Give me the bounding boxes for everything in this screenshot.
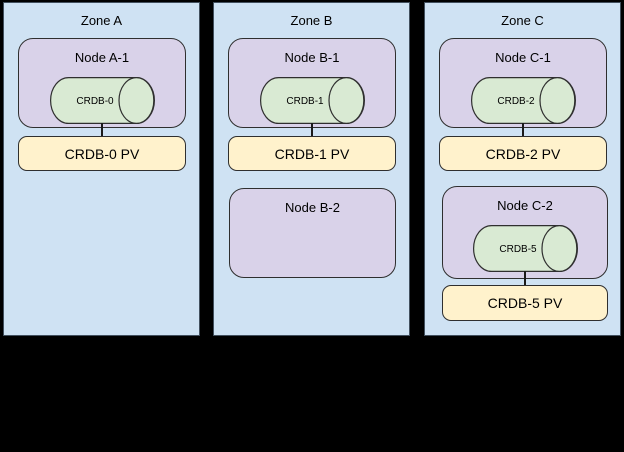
crdb-1-database-cylinder-icon: CRDB-1 — [260, 77, 366, 124]
connector-crdb5-to-pv — [524, 271, 526, 285]
crdb-5-database-cylinder-icon: CRDB-5 — [473, 225, 579, 272]
crdb-5-pv-label: CRDB-5 PV — [487, 295, 563, 311]
crdb-2-cylinder-label: CRDB-2 — [497, 96, 535, 107]
node-c-1: Node C-1 CRDB-2 — [439, 38, 607, 128]
node-a-1: Node A-1 CRDB-0 — [18, 38, 186, 128]
node-b-1: Node B-1 CRDB-1 — [228, 38, 396, 128]
crdb-5-pv-box: CRDB-5 PV — [442, 285, 608, 321]
node-c-2: Node C-2 CRDB-5 — [442, 186, 608, 279]
crdb-5-cylinder-label: CRDB-5 — [499, 244, 537, 255]
crdb-0-pv-label: CRDB-0 PV — [64, 145, 140, 162]
crdb-2-pv-box: CRDB-2 PV — [439, 136, 607, 171]
node-b-2-title: Node B-2 — [285, 200, 340, 215]
connector-crdb1-to-pv — [311, 123, 313, 136]
node-c-2-title: Node C-2 — [497, 198, 553, 213]
zone-c: Zone C Node C-1 CRDB-2 CRDB-2 PV Node C-… — [424, 2, 621, 336]
node-b-1-title: Node B-1 — [284, 50, 340, 65]
zone-c-title: Zone C — [501, 13, 544, 28]
crdb-2-database-cylinder-icon: CRDB-2 — [471, 77, 577, 124]
crdb-0-cylinder-label: CRDB-0 — [76, 96, 114, 107]
zone-a: Zone A Node A-1 CRDB-0 CRDB-0 PV — [3, 2, 200, 336]
crdb-1-pv-label: CRDB-1 PV — [274, 145, 350, 162]
crdb-0-database-cylinder-icon: CRDB-0 — [50, 77, 156, 124]
crdb-2-pv-label: CRDB-2 PV — [485, 145, 561, 162]
crdb-1-cylinder-label: CRDB-1 — [286, 96, 324, 107]
zone-a-title: Zone A — [80, 13, 123, 28]
zone-b: Zone B Node B-1 CRDB-1 CRDB-1 PV Node B-… — [213, 2, 410, 336]
node-c-1-title: Node C-1 — [495, 50, 551, 65]
crdb-1-pv-box: CRDB-1 PV — [228, 136, 396, 171]
crdb-0-pv-box: CRDB-0 PV — [18, 136, 186, 171]
zone-b-title: Zone B — [290, 13, 333, 28]
connector-crdb2-to-pv — [522, 123, 524, 136]
connector-crdb0-to-pv — [101, 123, 103, 136]
node-a-1-title: Node A-1 — [74, 50, 130, 65]
node-b-2: Node B-2 — [229, 188, 396, 278]
